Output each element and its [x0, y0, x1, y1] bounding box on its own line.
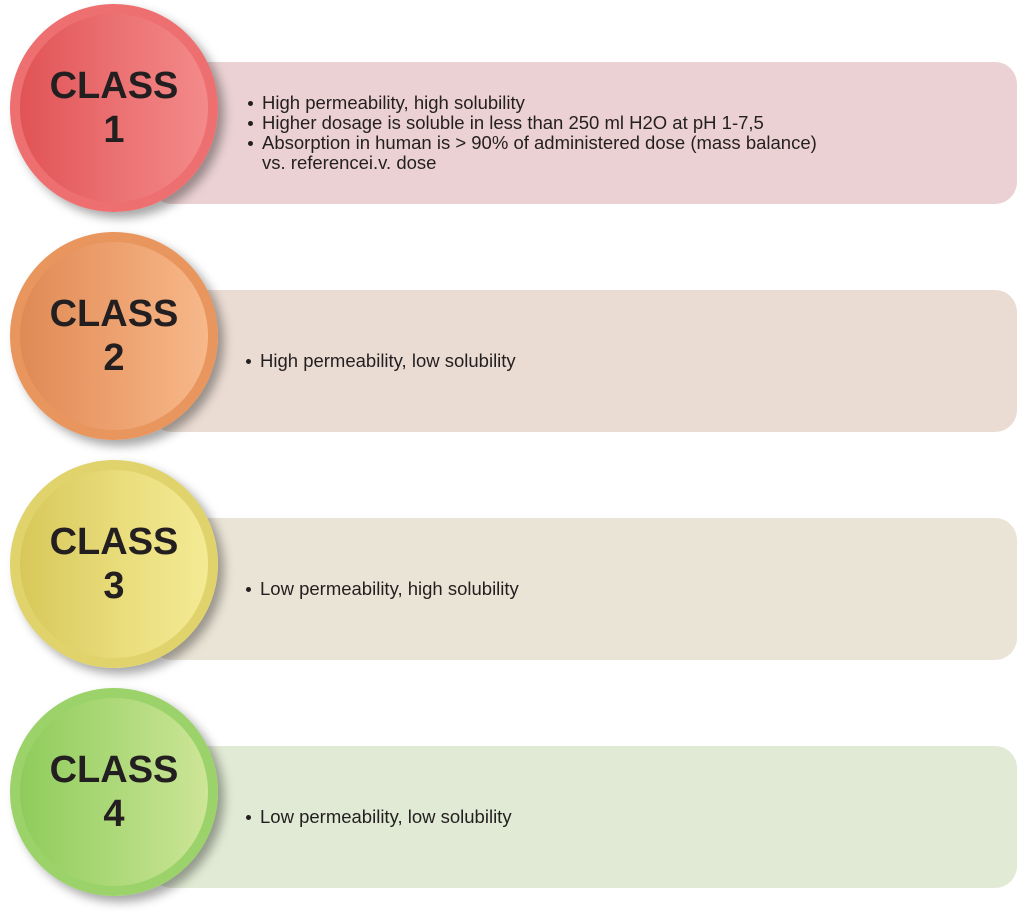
class-1-row: High permeability, high solubility Highe…: [0, 0, 1024, 228]
class-1-bullet: High permeability, high solubility: [246, 93, 997, 113]
class-2-row: High permeability, low solubility CLASS …: [0, 228, 1024, 456]
class-1-bullet: Absorption in human is > 90% of administ…: [246, 133, 997, 153]
class-2-number: 2: [103, 337, 125, 379]
class-4-bullet: Low permeability, low solubility: [244, 807, 997, 827]
class-4-description: Low permeability, low solubility: [244, 746, 997, 888]
class-3-panel: Low permeability, high solubility: [150, 518, 1017, 660]
class-4-badge: CLASS 4: [10, 688, 218, 896]
class-3-label: CLASS: [49, 521, 179, 563]
class-1-description: High permeability, high solubility Highe…: [246, 62, 997, 204]
class-2-label: CLASS: [49, 293, 179, 335]
class-4-panel: Low permeability, low solubility: [150, 746, 1017, 888]
class-1-panel: High permeability, high solubility Highe…: [150, 62, 1017, 204]
class-1-circle: CLASS 1: [10, 4, 218, 212]
class-3-description: Low permeability, high solubility: [244, 518, 997, 660]
class-3-number: 3: [103, 565, 125, 607]
class-1-badge: CLASS 1: [10, 4, 218, 212]
class-4-circle: CLASS 4: [10, 688, 218, 896]
class-2-circle: CLASS 2: [10, 232, 218, 440]
class-3-row: Low permeability, high solubility CLASS …: [0, 456, 1024, 684]
class-2-circle-face: [20, 242, 208, 430]
class-2-description: High permeability, low solubility: [244, 290, 997, 432]
class-1-circle-face: [20, 14, 208, 202]
class-3-bullet: Low permeability, high solubility: [244, 579, 997, 599]
class-4-circle-face: [20, 698, 208, 886]
class-1-label: CLASS: [49, 65, 179, 107]
class-3-circle: CLASS 3: [10, 460, 218, 668]
class-2-badge: CLASS 2: [10, 232, 218, 440]
class-4-label: CLASS: [49, 749, 179, 791]
class-1-bullet: Higher dosage is soluble in less than 25…: [246, 113, 997, 133]
class-3-circle-face: [20, 470, 208, 658]
class-3-badge: CLASS 3: [10, 460, 218, 668]
class-1-bullet-continuation: vs. referencei.v. dose: [262, 152, 437, 173]
class-4-number: 4: [103, 793, 125, 835]
class-4-row: Low permeability, low solubility CLASS 4: [0, 684, 1024, 912]
class-2-bullet: High permeability, low solubility: [244, 351, 997, 371]
class-1-number: 1: [103, 109, 125, 151]
class-2-panel: High permeability, low solubility: [150, 290, 1017, 432]
